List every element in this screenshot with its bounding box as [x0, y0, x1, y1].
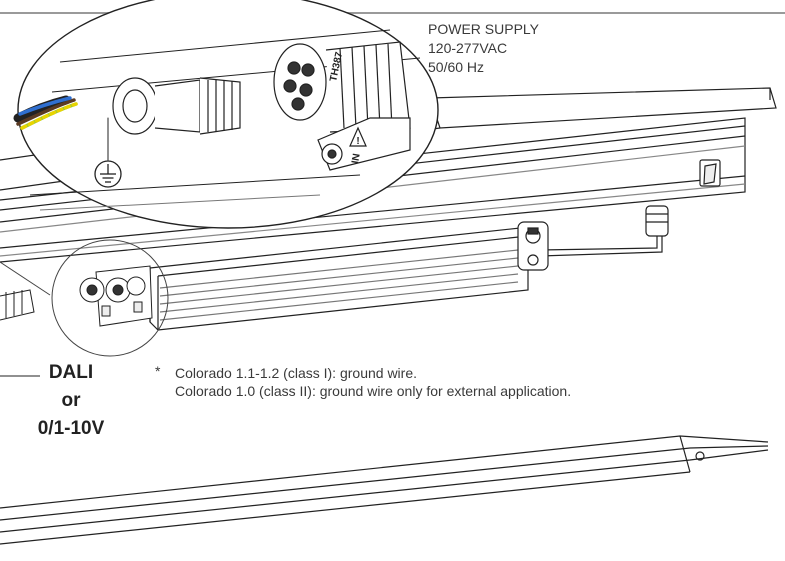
power-connector: !: [273, 41, 411, 171]
cable-gland: [539, 205, 669, 257]
supply-wires: [13, 95, 109, 161]
zoom-detail: ! TH387 IN: [0, 0, 439, 296]
note-marker: *: [155, 363, 161, 379]
note-line-1: Colorado 1.1-1.2 (class I): ground wire.: [175, 365, 417, 381]
input-gland: [112, 77, 241, 135]
connector-input-label: IN: [350, 153, 363, 165]
detail-circle-small: [51, 239, 169, 357]
ground-symbol: [94, 160, 122, 188]
power-supply-title: POWER SUPPLY: [428, 21, 539, 37]
control-label-or: or: [61, 390, 81, 411]
note-line-2: Colorado 1.0 (class II): ground wire onl…: [175, 383, 572, 399]
driver-connectors: [0, 265, 153, 327]
power-supply-frequency: 50/60 Hz: [428, 59, 485, 75]
control-label-dali: DALI: [48, 362, 94, 383]
power-supply-voltage: 120-277VAC: [428, 40, 508, 56]
control-label-analog: 0/1-10V: [37, 418, 105, 439]
svg-text:!: !: [356, 136, 359, 147]
driver-housing: [149, 221, 549, 331]
luminaire-lower-profile: [0, 435, 769, 545]
